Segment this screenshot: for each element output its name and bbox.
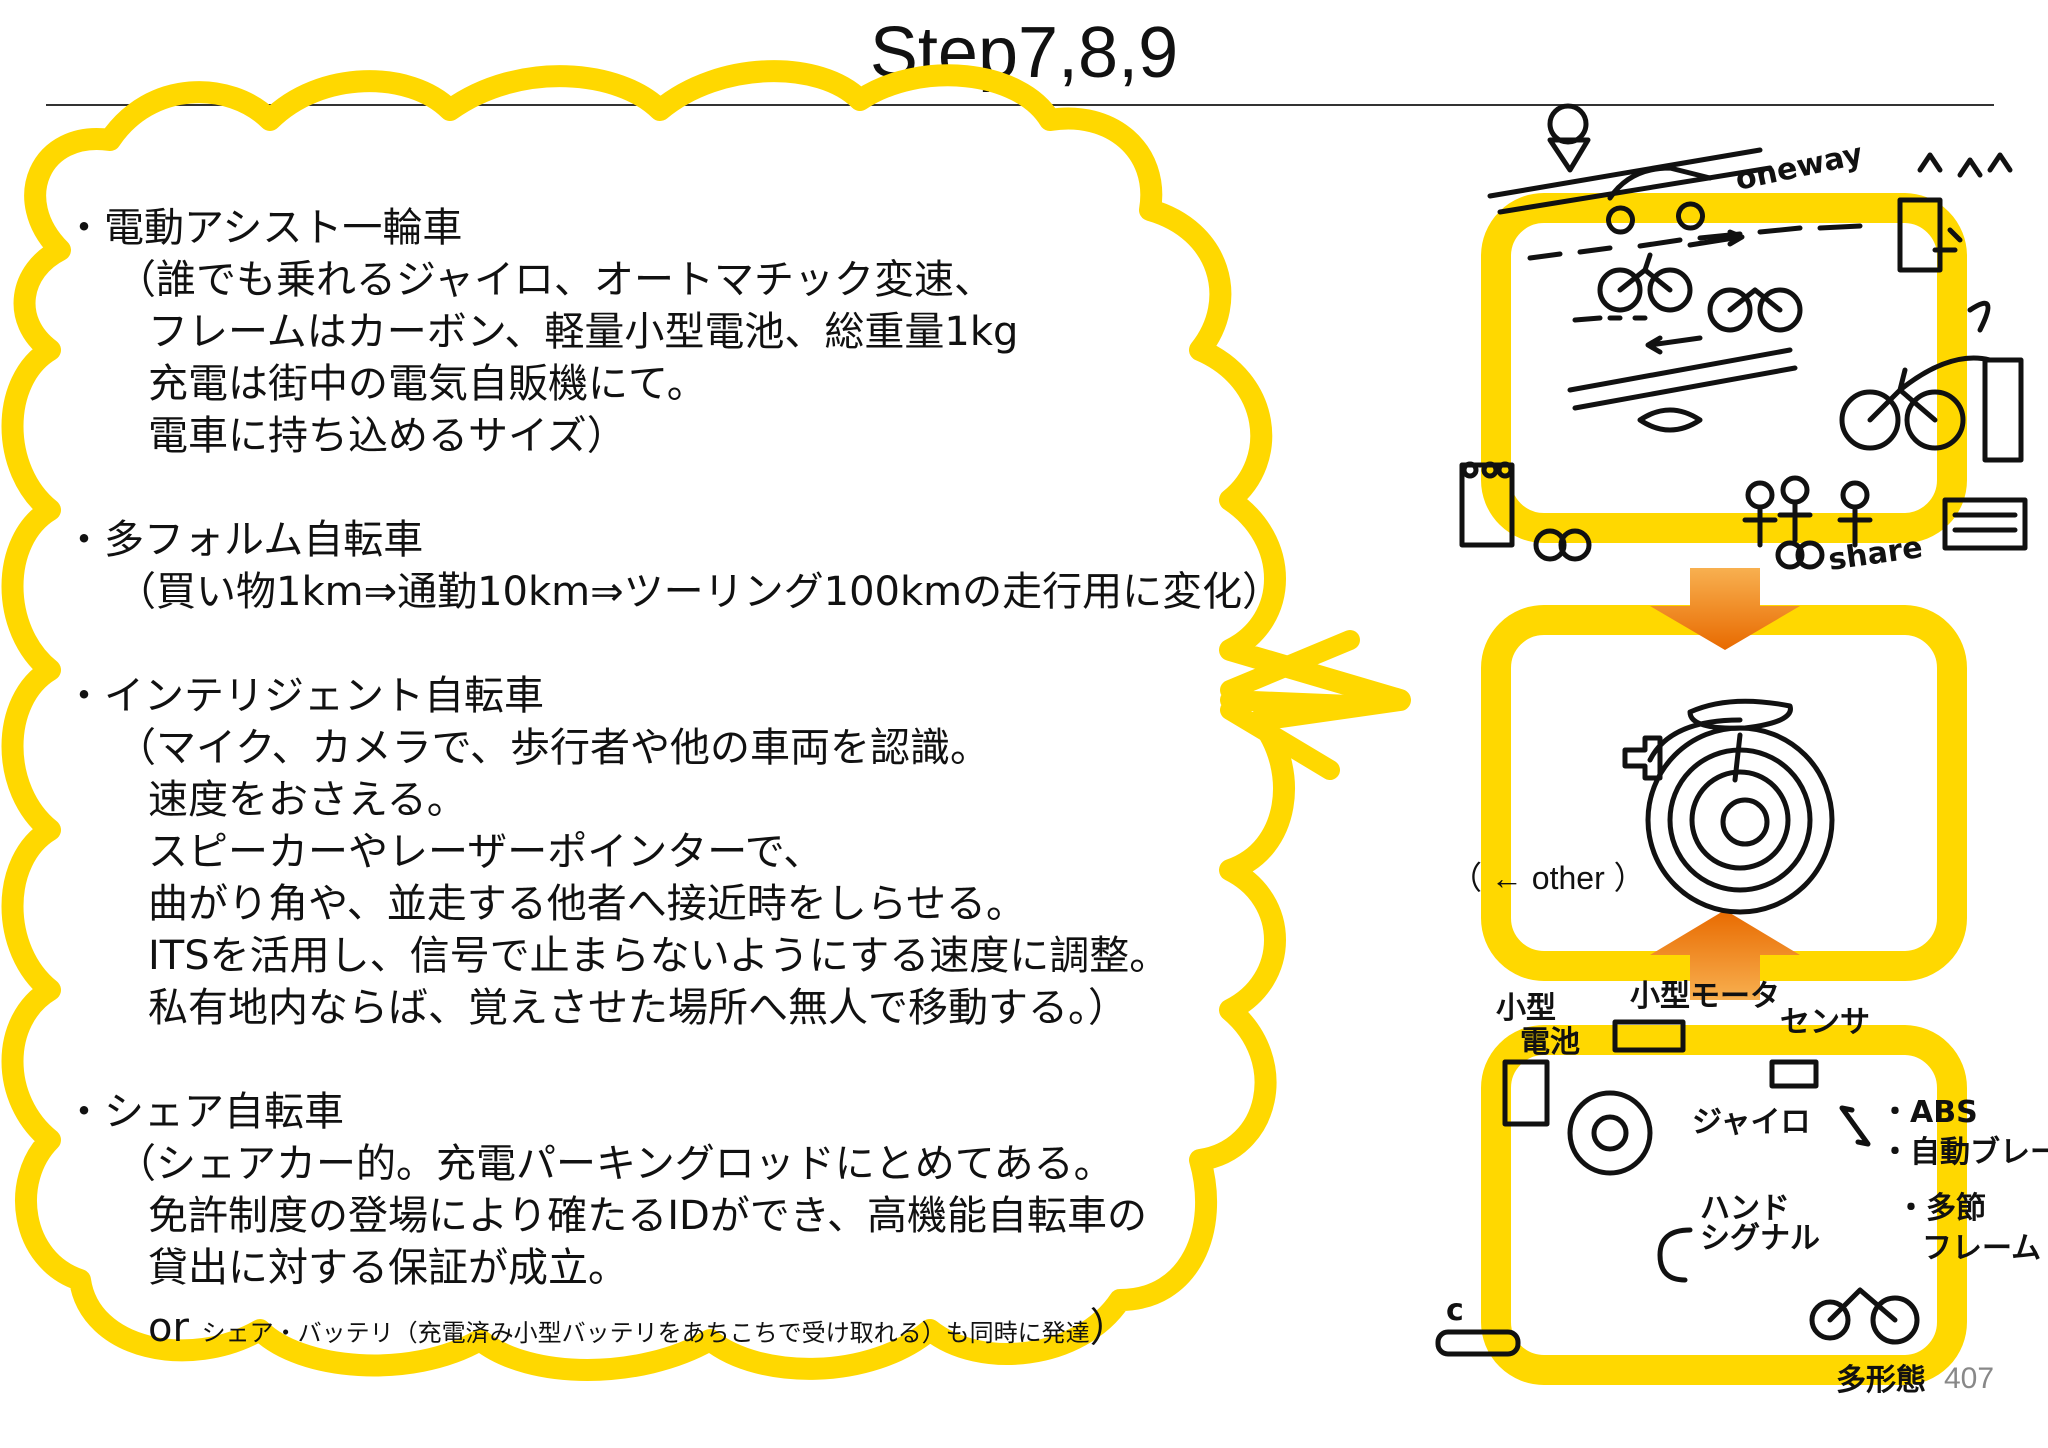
wheel-icon — [1567, 1090, 1653, 1176]
motor-label: 小型モータ — [1630, 979, 1780, 1014]
note-text: シェア・バッテリ（充電済み小型バッテリをあちこちで受け取れる）も同時に発達 — [201, 1319, 1090, 1347]
multi-label: ・多節 — [1896, 1191, 1986, 1226]
motor-icon — [1612, 1019, 1686, 1053]
battery-icon — [1502, 1059, 1550, 1127]
bullet-detail: ITSを活用し、信号で止まらないようにする速度に調整。 — [148, 933, 1170, 979]
unicycle-sketch — [1622, 698, 1835, 915]
bullet-detail: （買い物1km⇒通勤10km⇒ツーリング100kmの走行用に変化） — [116, 569, 1283, 615]
bullet-detail: 曲がり角や、並走する他者へ接近時をしらせる。 — [148, 881, 1026, 927]
other-label: （ ← other ） — [1450, 860, 1646, 896]
c-label: c — [1446, 1293, 1464, 1328]
sensor-label: センサ — [1780, 1005, 1870, 1040]
bullet-detail: 充電は街中の電気自販機にて。 — [148, 361, 707, 407]
hand-icon — [1657, 1227, 1693, 1283]
battery-label: 電池 — [1520, 1025, 1580, 1060]
tafukei-label: 多形態 — [1836, 1363, 1926, 1398]
brake-label: ・自動ブレーキ — [1880, 1135, 2048, 1170]
bullet-detail: （誰でも乗れるジャイロ、オートマチック変速、 — [116, 257, 994, 303]
bullet-list: ・電動アシスト一輪車 （誰でも乗れるジャイロ、オートマチック変速、 フレームはカ… — [64, 202, 1282, 1359]
bullet-head: ・多フォルム自転車 — [64, 517, 424, 563]
bullet-detail: 私有地内ならば、覚えさせた場所へ無人で移動する。） — [148, 985, 1128, 1031]
bullet-share-bicycle: ・シェア自転車 （シェアカー的。充電パーキングロッドにとめてある。 免許制度の登… — [64, 1086, 1282, 1294]
oneway-label: oneway — [1732, 137, 1866, 198]
up-arrow — [1650, 910, 1800, 1000]
bottom-sketch-frame — [1481, 1025, 1967, 1385]
rod-icon — [1435, 1329, 1521, 1357]
bullet-head: ・インテリジェント自転車 — [64, 673, 544, 719]
bullet-multiform-bicycle: ・多フォルム自転車 （買い物1km⇒通勤10km⇒ツーリング100kmの走行用に… — [64, 514, 1282, 618]
page-number: 407 — [1944, 1362, 1995, 1395]
bullet-detail: （シェアカー的。充電パーキングロッドにとめてある。 — [116, 1141, 1114, 1187]
gyro-label: ジャイロ — [1692, 1105, 1811, 1140]
sensor-icon — [1769, 1059, 1819, 1089]
note-suffix: ） — [1089, 1305, 1130, 1351]
components-sketch: 小型 電池 小型モータ センサ ジャイロ ・ABS ・自動ブレーキ ・多節 フレ… — [1435, 979, 2048, 1398]
signal-label: シグナル — [1700, 1221, 1820, 1256]
bullet-detail: 速度をおさえる。 — [148, 777, 467, 823]
abs-label: ・ABS — [1880, 1095, 1978, 1130]
frame-label: フレーム — [1922, 1231, 2041, 1266]
bullet-head: ・シェア自転車 — [64, 1089, 344, 1135]
bullet-head: ・電動アシスト一輪車 — [64, 205, 463, 251]
note-prefix: or — [148, 1305, 189, 1351]
bullet-detail: スピーカーやレーザーポインターで、 — [148, 829, 824, 875]
down-arrow — [1650, 568, 1800, 650]
bullet-electric-unicycle: ・電動アシスト一輪車 （誰でも乗れるジャイロ、オートマチック変速、 フレームはカ… — [64, 202, 1282, 462]
bullet-detail: （マイク、カメラで、歩行者や他の車両を認識。 — [116, 725, 990, 771]
bullet-detail: 免許制度の登場により確たるIDができ、高機能自転車の — [148, 1193, 1147, 1239]
share-battery-note: or シェア・バッテリ（充電済み小型バッテリをあちこちで受け取れる）も同時に発達… — [64, 1302, 1282, 1359]
thought-cloud — [1, 60, 1411, 1381]
bullet-detail: フレームはカーボン、軽量小型電池、総重量1kg — [148, 309, 1019, 355]
bullet-intelligent-bicycle: ・インテリジェント自転車 （マイク、カメラで、歩行者や他の車両を認識。 速度をお… — [64, 670, 1282, 1034]
small-battery-label: 小型 — [1496, 991, 1556, 1026]
top-sketch-frame — [1481, 193, 1967, 543]
hand-label: ハンド — [1700, 1191, 1790, 1226]
street-scene-sketch: oneway share — [1459, 103, 2028, 578]
bullet-detail: 貸出に対する保証が成立。 — [148, 1245, 628, 1291]
bullet-detail: 電車に持ち込めるサイズ） — [148, 413, 627, 459]
